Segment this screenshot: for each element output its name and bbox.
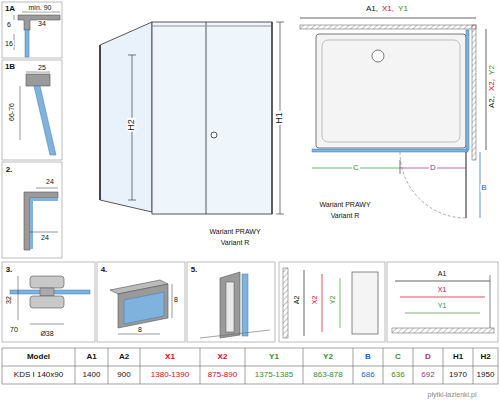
dimension-label: 6 bbox=[6, 21, 12, 28]
table-cell: X2 bbox=[217, 353, 229, 361]
dimension-label: 3. bbox=[5, 266, 14, 274]
table-grid bbox=[2, 348, 498, 384]
table-cell: 636 bbox=[390, 371, 405, 379]
dimension-label: Variant R bbox=[220, 239, 251, 246]
table-cell: X1 bbox=[164, 353, 176, 361]
table-cell: 1380-1390 bbox=[150, 371, 190, 379]
table-cell: B bbox=[364, 353, 372, 361]
dimension-label: Wariant PRAWY bbox=[318, 201, 371, 208]
dimension-label: Y2 bbox=[329, 295, 336, 306]
dimension-label: 16 bbox=[4, 40, 14, 47]
dimension-label: 1A bbox=[4, 5, 16, 13]
watermark: płytki-łazienki.pl bbox=[426, 391, 477, 398]
table-cell: 875-890 bbox=[207, 371, 238, 379]
dimension-label: 32 bbox=[5, 295, 12, 305]
dimension-label: H2 bbox=[127, 118, 136, 132]
dimension-label: Wariant PRAWY bbox=[208, 228, 261, 235]
dimension-label: B bbox=[480, 184, 487, 192]
dimension-label: D bbox=[429, 164, 437, 172]
dimension-label: 66-76 bbox=[8, 102, 15, 122]
depth-diagram bbox=[283, 268, 378, 338]
table-cell: D bbox=[424, 353, 432, 361]
profile-1b bbox=[20, 72, 56, 155]
door-knob bbox=[10, 276, 90, 324]
table-cell: 1400 bbox=[82, 371, 102, 379]
plan-dims bbox=[300, 18, 486, 218]
dimension-label: X1 bbox=[437, 286, 448, 293]
dimension-label: A1, bbox=[365, 5, 379, 13]
table-cell: 692 bbox=[420, 371, 435, 379]
dimension-label: 24 bbox=[40, 234, 50, 241]
table-cell: 900 bbox=[116, 371, 131, 379]
height-dims bbox=[128, 22, 284, 214]
dimension-label: 25 bbox=[37, 64, 47, 71]
dimension-label: 2. bbox=[5, 166, 14, 174]
dimension-label: Y2 bbox=[488, 64, 496, 76]
dimension-label: 4. bbox=[100, 266, 109, 274]
table-cell: 1375-1385 bbox=[254, 371, 294, 379]
magnetic-strip bbox=[200, 272, 270, 338]
dimension-label: X1, bbox=[381, 5, 395, 13]
dimension-label: 1B bbox=[4, 63, 16, 71]
table-cell: H1 bbox=[452, 353, 464, 361]
dimension-label: Ø38 bbox=[39, 330, 54, 337]
dimension-label: min. 90 bbox=[28, 4, 53, 11]
dimension-label: 8 bbox=[137, 326, 143, 333]
dimension-label: A2 bbox=[293, 295, 300, 306]
dimension-label: Y1 bbox=[397, 5, 409, 13]
dimension-label: 70 bbox=[9, 326, 19, 333]
table-cell: A1 bbox=[85, 353, 97, 361]
dimension-label: X2, bbox=[488, 78, 496, 92]
table-cell: Y1 bbox=[268, 353, 280, 361]
table-cell: KDS I 140x90 bbox=[13, 371, 64, 379]
corner-profile bbox=[24, 188, 58, 250]
dimension-label: 34 bbox=[37, 20, 47, 27]
dimension-label: Y1 bbox=[437, 302, 448, 309]
enclosure-view bbox=[100, 22, 272, 214]
table-cell: Y2 bbox=[322, 353, 334, 361]
dimension-label: A1 bbox=[437, 270, 448, 277]
dimension-label: 5. bbox=[190, 266, 199, 274]
dimension-label: Variant R bbox=[330, 212, 361, 219]
plan-view bbox=[300, 25, 476, 218]
dimension-label: 24 bbox=[45, 178, 55, 185]
table-cell: H2 bbox=[479, 353, 491, 361]
table-cell: C bbox=[394, 353, 402, 361]
wall-profile bbox=[110, 280, 172, 334]
table-cell: 863-878 bbox=[312, 371, 343, 379]
dimension-label: H1 bbox=[275, 111, 284, 125]
table-cell: 1950 bbox=[476, 371, 496, 379]
dimension-label: A2, bbox=[488, 95, 496, 109]
width-diagram bbox=[392, 275, 494, 333]
table-cell: Model bbox=[26, 353, 51, 361]
dimension-label: C bbox=[352, 164, 360, 172]
table-cell: 686 bbox=[360, 371, 375, 379]
dimension-label: 8 bbox=[173, 296, 179, 303]
profile-1a bbox=[14, 12, 60, 57]
table-cell: 1970 bbox=[448, 371, 468, 379]
dimension-label: X2 bbox=[311, 295, 318, 306]
table-cell: A2 bbox=[118, 353, 130, 361]
